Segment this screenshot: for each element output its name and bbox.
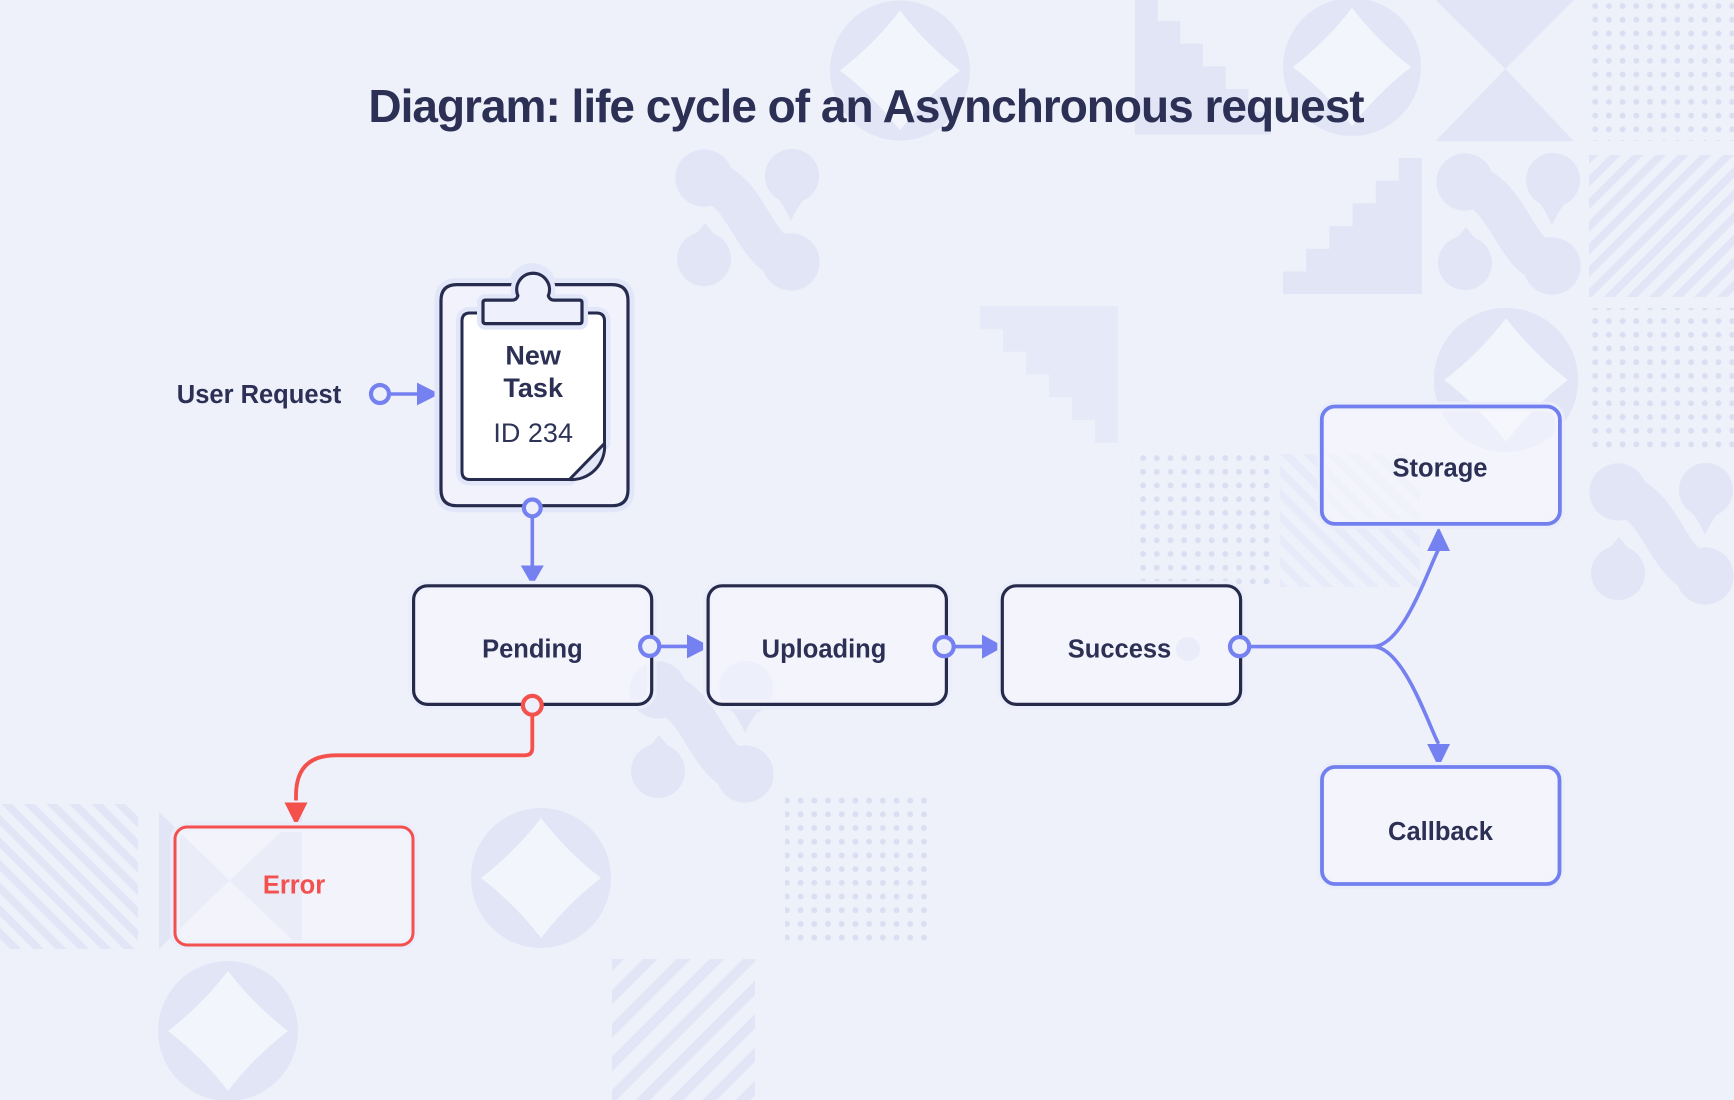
svg-text:User Request: User Request bbox=[177, 381, 342, 409]
svg-text:New: New bbox=[505, 340, 562, 370]
svg-text:Error: Error bbox=[263, 872, 325, 900]
svg-text:Callback: Callback bbox=[1388, 818, 1494, 846]
svg-text:Uploading: Uploading bbox=[762, 636, 887, 664]
svg-text:Diagram: life cycle of an Asyn: Diagram: life cycle of an Asynchronous r… bbox=[368, 80, 1364, 132]
svg-text:Storage: Storage bbox=[1393, 455, 1488, 483]
svg-text:ID 234: ID 234 bbox=[493, 418, 573, 448]
svg-text:Success: Success bbox=[1068, 636, 1172, 664]
svg-text:Task: Task bbox=[503, 373, 564, 403]
svg-text:Pending: Pending bbox=[482, 636, 583, 664]
